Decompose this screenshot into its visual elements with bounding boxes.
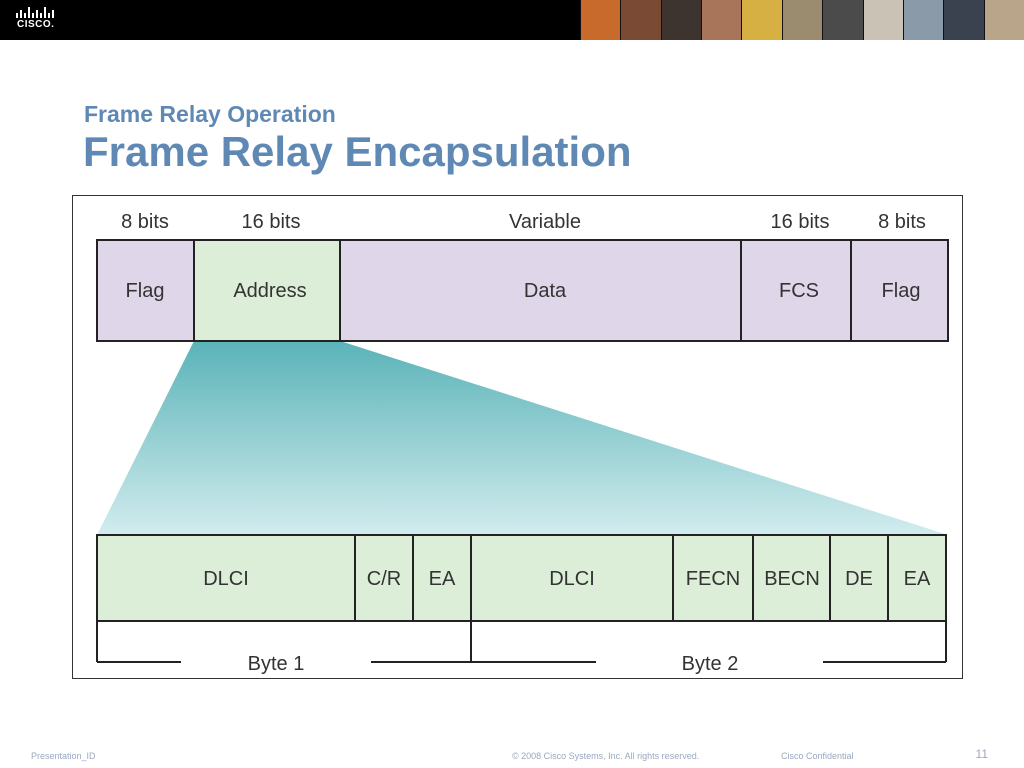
field-label: Flag	[882, 280, 921, 302]
field-label: Data	[524, 280, 567, 302]
header-photo	[781, 0, 823, 40]
header-photo	[902, 0, 944, 40]
frame-field-fcs	[740, 239, 852, 342]
page-number: 11	[975, 747, 988, 761]
address-field-dlci-1	[96, 534, 356, 622]
address-field-dlci-2	[470, 534, 674, 622]
header-photo	[701, 0, 742, 40]
photo-strip	[580, 0, 1024, 40]
frame-row: 8 bits 16 bits Variable 16 bits 8 bits F…	[96, 211, 949, 342]
header-photo	[943, 0, 984, 40]
header-photo	[580, 0, 621, 40]
header-photo	[741, 0, 782, 40]
address-label: DLCI	[549, 568, 595, 590]
frame-field-flag-start	[96, 239, 195, 342]
header-photo	[983, 0, 1024, 40]
address-label: C/R	[367, 568, 401, 590]
size-label: 16 bits	[771, 211, 830, 233]
size-label: Variable	[509, 211, 581, 233]
expansion-wedge	[97, 341, 948, 535]
header-photo	[822, 0, 863, 40]
size-label: 16 bits	[242, 211, 301, 233]
address-field-ea-1	[412, 534, 472, 622]
byte-label: Byte 2	[682, 653, 739, 675]
slide-title: Frame Relay Encapsulation	[83, 128, 632, 175]
address-label: FECN	[686, 568, 740, 590]
address-label: DLCI	[203, 568, 249, 590]
size-label: 8 bits	[121, 211, 169, 233]
frame-field-data	[339, 239, 742, 342]
slide-subtitle: Frame Relay Operation	[84, 101, 336, 127]
confidential-text: Cisco Confidential	[781, 751, 854, 761]
address-row: DLCI C/R EA DLCI FECN BECN DE EA	[96, 534, 947, 622]
frame-diagram: 8 bits 16 bits Variable 16 bits 8 bits F…	[72, 195, 963, 679]
header-photo	[660, 0, 702, 40]
field-label: Flag	[126, 280, 165, 302]
header-bar: CISCO.	[0, 0, 1024, 40]
address-field-ea-2	[887, 534, 947, 622]
address-field-becn	[752, 534, 831, 622]
address-label: DE	[845, 568, 873, 590]
frame-field-flag-end	[850, 239, 949, 342]
address-label: BECN	[764, 568, 820, 590]
address-label: EA	[904, 568, 931, 590]
byte-label: Byte 1	[248, 653, 305, 675]
presentation-id: Presentation_ID	[31, 751, 96, 761]
address-field-de	[829, 534, 889, 622]
cisco-logo-icon	[16, 7, 54, 18]
copyright-text: © 2008 Cisco Systems, Inc. All rights re…	[512, 751, 700, 761]
size-label: 8 bits	[878, 211, 926, 233]
diagram-canvas: 8 bits 16 bits Variable 16 bits 8 bits F…	[96, 211, 949, 675]
logo-text: CISCO.	[17, 19, 55, 30]
header-photo	[620, 0, 661, 40]
header-photo	[862, 0, 903, 40]
field-label: Address	[233, 280, 306, 302]
address-label: EA	[429, 568, 456, 590]
address-field-cr	[354, 534, 414, 622]
field-label: FCS	[779, 280, 819, 302]
byte-brackets	[96, 621, 947, 663]
